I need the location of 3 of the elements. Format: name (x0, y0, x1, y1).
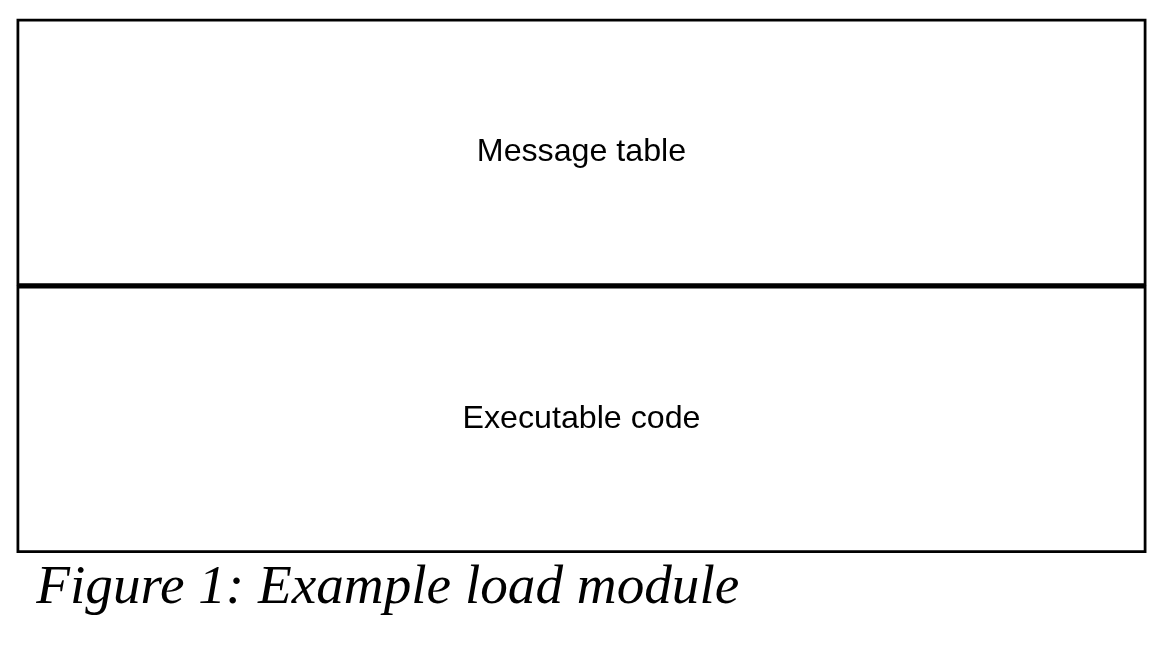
caption: Figure 1: Example load module (36, 553, 740, 615)
node-box: Executable code (16, 285, 1147, 553)
node-box: Message table (16, 18, 1147, 286)
